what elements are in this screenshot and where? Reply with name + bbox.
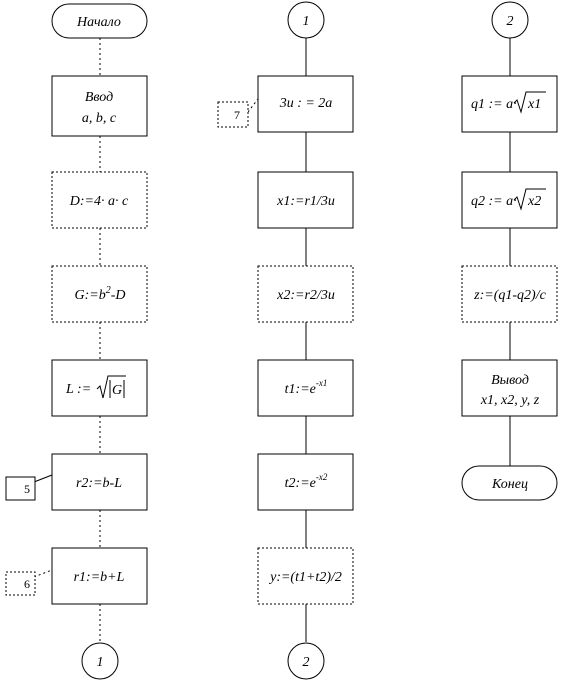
q2-expression: q2 := a· — [471, 194, 517, 209]
connector-1-in-label: 1 — [303, 14, 310, 29]
connector-1-out-label: 1 — [97, 655, 104, 670]
end-terminator: Конец — [461, 465, 558, 501]
output-block: Вывод x1, x2, y, z — [461, 359, 558, 417]
connector-1-in: 1 — [287, 1, 325, 39]
q2-sqrt-argument: x2 — [527, 194, 541, 209]
z-diff-expression: z:=(q1-q2)/c — [473, 288, 546, 303]
q2-process-block: q2 := a· x2 — [461, 171, 558, 229]
start-label: Начало — [76, 15, 121, 30]
sqrt-sign — [513, 91, 546, 114]
note-r2: 5 — [5, 474, 53, 501]
x2-expression: x2:=r2/3и — [276, 288, 335, 303]
note-r1-number: 6 — [24, 577, 30, 591]
t2-process-block: t2:=e-x2 — [257, 453, 354, 511]
connector-2-in-label: 2 — [507, 14, 514, 29]
g-process-block: G:=b2-D — [51, 265, 148, 323]
y-expression: y:=(t1+t2)/2 — [268, 570, 342, 585]
q1-expression: q1 := a· — [471, 97, 517, 112]
t1-process-block: t1:=e-x1 — [257, 359, 354, 417]
x1-process-block: x1:=r1/3и — [257, 171, 354, 229]
d-expression: D:=4· a· c — [69, 194, 129, 209]
z-process-block: 3и : = 2a — [257, 75, 354, 133]
l-expression: L := — [65, 382, 91, 397]
r2-expression: r2:=b-L — [76, 476, 122, 491]
connector-2-out-label: 2 — [303, 655, 310, 670]
l-process-block: L := G — [51, 359, 148, 417]
r2-process-block: r2:=b-L — [51, 453, 148, 511]
sqrt-sign — [96, 375, 126, 399]
x2-process-block: x2:=r2/3и — [257, 265, 354, 323]
r1-expression: r1:=b+L — [74, 570, 125, 585]
input-vars: a, b, c — [82, 111, 117, 126]
start-terminator: Начало — [51, 3, 148, 39]
y-process-block: y:=(t1+t2)/2 — [257, 547, 354, 605]
note-z-number: 7 — [234, 108, 240, 122]
x1-expression: x1:=r1/3и — [276, 194, 335, 209]
end-label: Конец — [491, 477, 528, 492]
z-expression: 3и : = 2a — [279, 96, 333, 111]
connector-2-out: 2 — [287, 642, 325, 680]
input-title: Ввод — [85, 90, 113, 105]
input-block: Ввод a, b, c — [51, 75, 148, 137]
q1-process-block: q1 := a· x1 — [461, 75, 558, 133]
sqrt-sign — [513, 188, 546, 211]
z-diff-process-block: z:=(q1-q2)/c — [461, 265, 558, 323]
d-process-block: D:=4· a· c — [51, 171, 148, 229]
note-r2-number: 5 — [24, 482, 30, 496]
connector-2-in: 2 — [491, 1, 529, 39]
t1-expression: t1:=e-x1 — [285, 378, 328, 397]
connector-1-out: 1 — [81, 642, 119, 680]
l-sqrt-argument: G — [112, 383, 122, 398]
g-expression: G:=b2-D — [74, 285, 125, 303]
note-z: 7 — [217, 98, 259, 128]
output-title: Вывод — [491, 373, 529, 388]
t2-expression: t2:=e-x2 — [285, 472, 328, 491]
note-r1: 6 — [5, 569, 53, 596]
output-vars: x1, x2, y, z — [480, 393, 540, 408]
q1-sqrt-argument: x1 — [527, 97, 541, 112]
r1-process-block: r1:=b+L — [51, 547, 148, 605]
